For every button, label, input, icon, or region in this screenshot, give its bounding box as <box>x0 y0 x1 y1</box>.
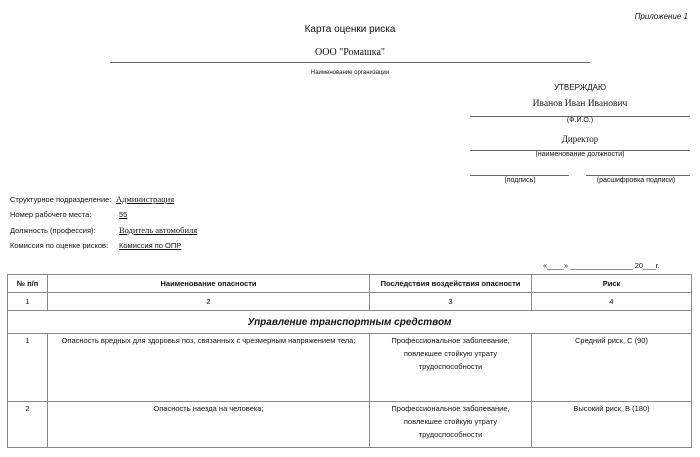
workplace-value: 55 <box>119 210 128 219</box>
header-risk: Риск <box>531 274 692 293</box>
workplace-label: Номер рабочего места: <box>10 210 92 219</box>
commission-value: Комиссия по ОПР <box>119 241 182 250</box>
row-risk: Высокий риск, В (180) <box>531 401 692 448</box>
profession-label: Должность (профессия): <box>10 226 96 235</box>
column-number: 3 <box>369 292 532 311</box>
header-consequence: Последствия воздействия опасности <box>369 274 532 293</box>
approver-name-underline <box>470 116 690 117</box>
section-title: Управление транспортным средством <box>7 310 692 334</box>
organization-underline <box>110 62 590 63</box>
row-hazard: Опасность наезда на человека; <box>47 401 370 448</box>
organization-name: ООО "Ромашка" <box>315 47 385 58</box>
document-title: Карта оценки риска <box>304 24 396 35</box>
approver-position: Директор <box>561 134 599 144</box>
commission-label: Комиссия по оценке рисков: <box>10 241 109 250</box>
table-row: 1 Опасность вредных для здоровья поз, св… <box>7 333 692 402</box>
table-header-row: № п/п Наименование опасности Последствия… <box>7 274 692 293</box>
consequence-line: повлекшее стойкую утрату <box>403 349 498 358</box>
approver-name: Иванов Иван Иванович <box>532 99 628 109</box>
consequence-line: Профессиональное заболевание, <box>391 336 510 345</box>
approver-name-caption: (Ф.И.О.) <box>566 117 594 124</box>
header-number: № п/п <box>7 274 48 293</box>
department-label: Структурное подразделение: <box>10 195 112 204</box>
consequence-line: трудоспособности <box>418 430 483 439</box>
row-hazard: Опасность вредных для здоровья поз, связ… <box>47 333 370 402</box>
consequence-line: Профессиональное заболевание, <box>391 404 510 413</box>
date-line: «____» _______________ 20___г. <box>543 261 660 270</box>
risk-table: № п/п Наименование опасности Последствия… <box>7 274 692 448</box>
row-consequence: Профессиональное заболевание, повлекшее … <box>369 333 532 402</box>
profession-value: Водитель автомобиля <box>119 225 198 235</box>
row-risk: Средний риск, С (90) <box>531 333 692 402</box>
approver-position-caption: (наименование должности) <box>535 151 625 158</box>
column-number: 1 <box>7 292 48 311</box>
column-number: 2 <box>47 292 370 311</box>
consequence-line: трудоспособности <box>418 362 483 371</box>
signature-decode-line <box>586 175 690 176</box>
approver-position-underline <box>470 150 690 151</box>
signature-line <box>470 175 569 176</box>
row-number: 2 <box>7 401 48 448</box>
column-number: 4 <box>531 292 692 311</box>
table-row: 2 Опасность наезда на человека; Професси… <box>7 401 692 448</box>
organization-caption: Наименование организации <box>310 70 390 76</box>
consequence-line: повлекшее стойкую утрату <box>403 417 498 426</box>
row-number: 1 <box>7 333 48 402</box>
approve-heading: УТВЕРЖДАЮ <box>553 83 607 92</box>
signature-decode-caption: (расшифровка подписи) <box>596 177 676 184</box>
row-consequence: Профессиональное заболевание, повлекшее … <box>369 401 532 448</box>
signature-caption: (подпись) <box>504 177 536 184</box>
header-hazard: Наименование опасности <box>47 274 370 293</box>
appendix-label: Приложение 1 <box>634 12 688 21</box>
column-number-row: 1 2 3 4 <box>7 292 692 311</box>
section-row: Управление транспортным средством <box>7 310 692 334</box>
department-value: Администрация <box>116 194 175 204</box>
